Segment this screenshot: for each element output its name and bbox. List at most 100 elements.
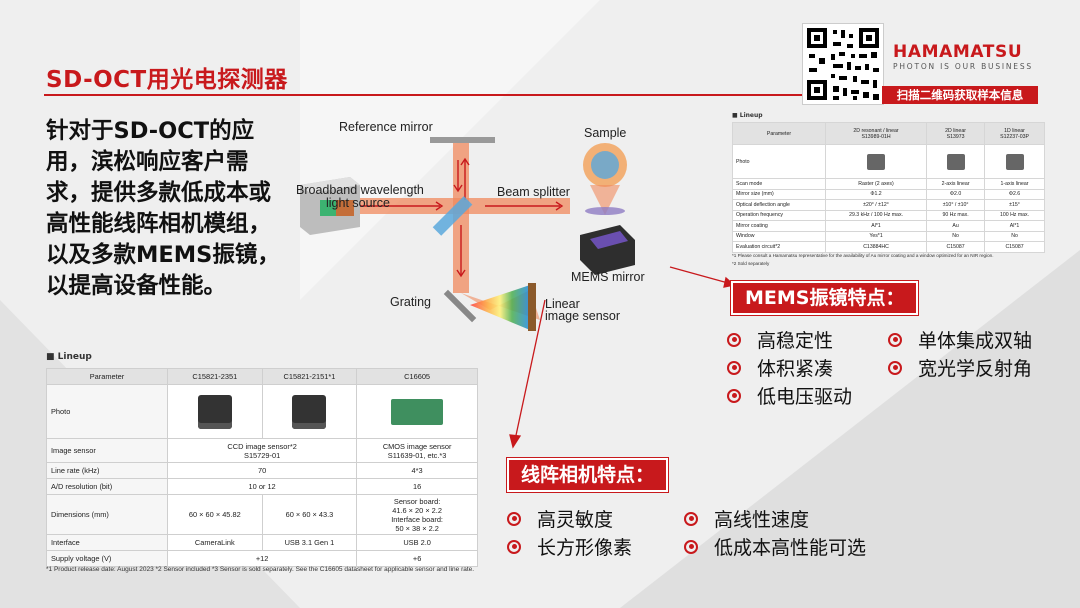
bullet-icon xyxy=(507,511,521,526)
mems-feature-1: 高稳定性 xyxy=(727,326,833,353)
label-sensor-1: Linear xyxy=(545,297,580,311)
camera-dimensions-3-l2: 41.6 × 20 × 2.2 xyxy=(392,505,442,515)
mems-spec-value: 90 Hz max. xyxy=(926,209,986,221)
camera-ad-label: A/D resolution (bit) xyxy=(46,478,168,495)
page-title: SD-OCT用光电探测器 xyxy=(46,67,288,93)
bullet-icon xyxy=(727,360,741,375)
label-grating: Grating xyxy=(390,295,431,309)
camera-dimensions-3-l1: Sensor board: xyxy=(393,496,441,506)
camera-features-title: 线阵相机特点： xyxy=(507,458,669,492)
grating-shape xyxy=(443,289,477,323)
connector-arrows xyxy=(509,266,736,449)
mems-photo-1 xyxy=(867,153,886,170)
mems-spec-value: 2-axis linear xyxy=(926,178,986,190)
mems-spec-value: C15087 xyxy=(984,241,1045,253)
scan-qr-caption: 扫描二维码获取样本信息 xyxy=(882,86,1038,104)
mems-spec-label: Mirror coating xyxy=(732,220,826,232)
camera-lineup-table: Parameter C15821-2351 C15821-2151*1 C166… xyxy=(46,368,478,567)
mems-spec-label: Evaluation circuit*2 xyxy=(732,241,826,253)
camera-feature-3: 长方形像素 xyxy=(507,533,632,560)
mems-table-title: ■ Lineup xyxy=(732,112,763,119)
camera-feature-4: 低成本高性能可选 xyxy=(684,533,866,560)
bullet-icon xyxy=(888,360,902,375)
mems-photo-2 xyxy=(946,153,965,170)
camera-line-rate-ccd: 70 xyxy=(166,462,358,479)
camera-table-footnote: *1 Product release date: August 2023 *2 … xyxy=(46,566,475,573)
bullet-icon xyxy=(888,332,902,347)
mems-spec-value: ±20° / ±12° xyxy=(824,199,928,211)
mems-spec-value: No xyxy=(984,230,1045,242)
mems-photo-label: Photo xyxy=(732,144,826,179)
beam-splitter-shape xyxy=(432,196,473,236)
label-mems-mirror: MEMS mirror xyxy=(571,270,645,284)
camera-supply-ccd: +12 xyxy=(166,550,358,567)
mems-spec-value: C15087 xyxy=(926,241,986,253)
camera-sensor-label: Image sensor xyxy=(46,438,168,463)
mems-spec-value: Φ1.2 xyxy=(824,188,928,200)
camera-feature-1: 高灵敏度 xyxy=(507,505,613,532)
intro-text: 针对于SD-OCT的应用，滨松响应客户需求，提供多款低成本或高性能线阵相机模组，… xyxy=(46,118,280,299)
company-logo: HAMAMATSU xyxy=(893,42,1023,62)
camera-photo-label: Photo xyxy=(46,384,168,439)
linear-sensor-shape xyxy=(528,283,536,331)
camera-col-3: C16605 xyxy=(356,368,478,385)
qr-code[interactable] xyxy=(802,23,884,105)
camera-table-title: ■ Lineup xyxy=(46,352,92,362)
bullet-icon xyxy=(684,511,698,526)
reference-mirror-shape xyxy=(430,137,495,143)
mems-photo-3 xyxy=(1005,153,1024,170)
mems-spec-value: 29.3 kHz / 100 Hz max. xyxy=(824,209,928,221)
mems-col-3: 1D linear xyxy=(1004,127,1025,134)
bullet-icon xyxy=(727,388,741,403)
camera-interface-2: USB 3.1 Gen 1 xyxy=(261,534,358,551)
mems-model-3: S12237-03P xyxy=(1000,133,1029,140)
camera-dimensions-3-l4: 50 × 38 × 2.2 xyxy=(395,523,439,533)
mems-spec-row: Optical deflection angle±20° / ±12°±10° … xyxy=(732,199,1045,211)
mems-spec-value: ±15° xyxy=(984,199,1045,211)
mems-spec-value: Yes*1 xyxy=(824,230,928,242)
camera-feature-2: 高线性速度 xyxy=(684,505,809,532)
label-beam-splitter: Beam splitter xyxy=(497,185,570,199)
mems-spec-label: Operation frequency xyxy=(732,209,826,221)
bullet-icon xyxy=(507,539,521,554)
camera-supply-label: Supply voltage (V) xyxy=(46,550,168,567)
mems-spec-value: Φ2.0 xyxy=(926,188,986,200)
mems-spec-label: Scan mode xyxy=(732,178,826,190)
title-divider xyxy=(44,94,804,96)
mems-spec-label: Window xyxy=(732,230,826,242)
camera-interface-3: USB 2.0 xyxy=(356,534,478,551)
camera-dimensions-2: 60 × 60 × 43.3 xyxy=(261,494,358,535)
camera-col-parameter: Parameter xyxy=(46,368,168,385)
mems-spec-value: Raster (2 axes) xyxy=(824,178,928,190)
camera-ad-cmos: 16 xyxy=(356,478,478,495)
camera-interface-1: CameraLink xyxy=(167,534,263,551)
camera-supply-cmos: +6 xyxy=(356,550,478,567)
mems-feature-3: 体积紧凑 xyxy=(727,354,833,381)
camera-sensor-cmos: CMOS image sensor xyxy=(382,441,452,451)
camera-col-1: C15821-2351 xyxy=(167,368,263,385)
mems-spec-value: 100 Hz max. xyxy=(984,209,1045,221)
camera-line-rate-label: Line rate (kHz) xyxy=(46,462,168,479)
mems-spec-label: Optical deflection angle xyxy=(732,199,826,211)
camera-photo-2 xyxy=(292,394,327,429)
camera-dimensions-label: Dimensions (mm) xyxy=(46,494,168,535)
light-source-device xyxy=(300,177,360,235)
label-sample: Sample xyxy=(584,126,627,140)
label-sensor-2: image sensor xyxy=(545,309,621,323)
camera-sensor-ccd-model: S15729-01 xyxy=(244,450,281,460)
camera-dimensions-3-l3: Interface board: xyxy=(391,514,443,524)
qr-icon xyxy=(807,28,879,100)
mems-footnote-1: *1 Please consult a Hamamatsu representa… xyxy=(732,253,994,258)
mems-mirror-device xyxy=(580,225,635,275)
label-reference-mirror: Reference mirror xyxy=(339,120,433,134)
oct-diagram xyxy=(300,137,635,331)
sample-shape xyxy=(583,143,627,215)
